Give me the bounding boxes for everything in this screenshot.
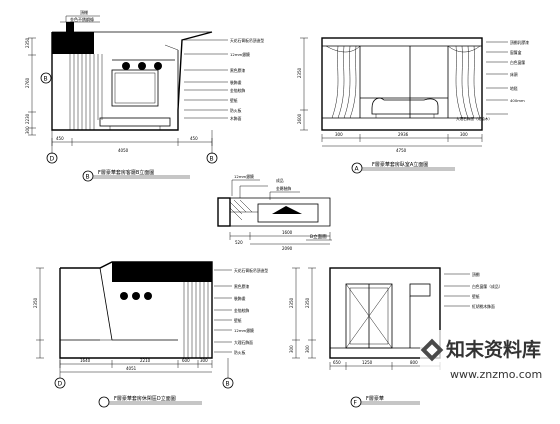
f-dim-h-2: 1250 — [362, 360, 373, 365]
callout-7: 金箔紋飾 — [230, 88, 245, 93]
dim-h-3: 450 — [190, 136, 198, 141]
a-callout-5: 地毯 — [510, 86, 518, 91]
d-callout-2: 黑色膠漆 — [234, 284, 249, 289]
d-dim-h-2: 2210 — [140, 358, 151, 363]
dim-v-3: 2230 — [25, 113, 30, 124]
callout-2: 金色不銹鋼條 — [70, 16, 94, 22]
a-callout-7: 大理石飾面（或柚木） — [456, 116, 492, 121]
a-title-marker-label: A — [355, 166, 360, 173]
a-dim-v-1: 2350 — [297, 67, 302, 78]
a-callout-6: 400mm — [510, 98, 525, 103]
f-title-marker-label: F — [354, 400, 358, 407]
axis-label-b: B — [210, 156, 214, 163]
callout-8: 壁紙 — [230, 98, 238, 103]
callout-6: 裝飾畫 — [230, 80, 242, 85]
view-title-plan: B立面圖 — [310, 233, 327, 240]
a-callout-leaders — [486, 41, 508, 115]
d-title-marker-circle — [98, 396, 110, 408]
dim-v-2: 2760 — [25, 77, 30, 88]
callout-4: 12mm銀鏡 — [230, 52, 250, 57]
a-dim-h-3: 300 — [460, 132, 468, 137]
callout-leaders — [60, 15, 228, 119]
f-callout-leaders — [444, 273, 470, 307]
d-callout-leaders — [214, 269, 232, 353]
dim-v-1: 2350 — [25, 37, 30, 48]
plan-small-view: 12mm銀鏡 成品 金屬裝飾 520 1600 2090 B立面圖 — [217, 174, 332, 251]
d-dim-v-1: 2350 — [33, 297, 38, 308]
section-marker-label: B — [44, 76, 48, 83]
watermark-url: www.znzmo.com — [450, 368, 542, 381]
d-dim-h-3: 600 — [182, 358, 190, 363]
elevation-f-view: 2350 300 頂棚 白色窗簾（成品） 壁紙 紅胡桃木飾面 650 1 — [305, 267, 502, 408]
d-callout-6: 12mm銀鏡 — [234, 328, 254, 333]
plan-dim-2: 1600 — [282, 230, 293, 235]
axis-marker-b — [206, 152, 218, 164]
plan-hatch — [229, 199, 253, 221]
d-callout-1: 天花石膏板吊頂造型 — [234, 268, 268, 273]
d-callout-3: 裝飾畫 — [234, 296, 246, 301]
plan-callout-1: 12mm銀鏡 — [234, 174, 254, 179]
plan-callout-3: 金屬裝飾 — [276, 186, 291, 191]
callout-9: 防火板 — [230, 108, 242, 113]
elevation-b-view: 2350 2760 2230 300 B — [25, 9, 264, 182]
a-dim-v-2: 2600 — [297, 113, 302, 124]
d-axis-label-b: B — [226, 381, 230, 388]
callout-10: 木飾面 — [230, 116, 242, 121]
title-marker-label: B — [86, 174, 90, 181]
curtain-hatching — [69, 54, 103, 130]
d-dim-v-3: 300 — [289, 345, 294, 353]
d-dim-total: 4051 — [126, 366, 137, 371]
dim-v-4: 300 — [25, 126, 30, 134]
f-callout-1: 頂棚 — [472, 272, 480, 277]
watermark-brand: 知末资料库 — [446, 338, 541, 361]
dim-h-1: 450 — [56, 136, 64, 141]
d-axis-marker-d — [54, 377, 66, 389]
plan-dim-1: 520 — [235, 240, 243, 245]
f-dim-v-2: 300 — [305, 345, 310, 353]
watermark-logo-icon — [420, 338, 444, 362]
a-callout-2: 窗簾盒 — [510, 50, 522, 55]
f-dim-h-1: 650 — [333, 360, 341, 365]
axis-label-d: D — [50, 156, 55, 163]
watermark: 知末资料库 www.znzmo.com — [420, 330, 548, 414]
f-dim-v-1: 2350 — [305, 297, 310, 308]
view-title-a: F層豪華套房臥室A立面圖 — [372, 161, 428, 168]
a-callout-3: 白色窗簾 — [510, 60, 525, 65]
d-axis-marker-b — [222, 377, 234, 389]
d-callout-8: 防火板 — [234, 350, 246, 355]
dim-h-2: 4050 — [118, 148, 129, 153]
callout-5: 黑色膠漆 — [230, 68, 245, 73]
view-title-d: F層豪華套房休閑區D立面圖 — [114, 395, 176, 402]
d-axis-label-d: D — [58, 381, 63, 388]
a-dim-total: 4750 — [396, 148, 407, 153]
d-callout-7: 大理石飾面 — [234, 340, 253, 345]
callout-1: 頂棚 — [80, 9, 88, 15]
plan-callout-2: 成品 — [276, 178, 284, 183]
a-dim-h-1: 300 — [335, 132, 343, 137]
plan-dim-3: 2090 — [282, 246, 293, 251]
d-callout-5: 壁紙 — [234, 318, 242, 323]
f-dim-h-3: 800 — [410, 360, 418, 365]
view-title-b: F層豪華套房客廳B立面圖 — [98, 169, 154, 176]
axis-marker-d — [46, 152, 58, 164]
a-callout-1: 頂棚乳膠漆 — [510, 40, 529, 45]
elevation-a-view: 2350 2600 — [297, 37, 529, 174]
d-callout-4: 金箔紋飾 — [234, 308, 249, 313]
a-dim-h-2: 2936 — [398, 132, 409, 137]
d-dim-v-2: 2350 — [289, 297, 294, 308]
f-callout-4: 紅胡桃木飾面 — [472, 304, 495, 309]
a-callout-4: 床頭 — [510, 72, 518, 77]
f-callout-2: 白色窗簾（成品） — [472, 284, 502, 289]
d-curtain-hatching — [183, 282, 209, 358]
section-marker-circle — [40, 72, 52, 84]
d-dim-h-1: 1640 — [80, 358, 91, 363]
f-callout-3: 壁紙 — [472, 294, 480, 299]
d-dim-h-4: 300 — [200, 358, 208, 363]
callout-3: 天花石膏板吊頂造型 — [230, 38, 264, 43]
view-title-f: F層豪華 — [366, 395, 384, 402]
elevation-d-view: 2350 2350 300 — [33, 261, 300, 408]
